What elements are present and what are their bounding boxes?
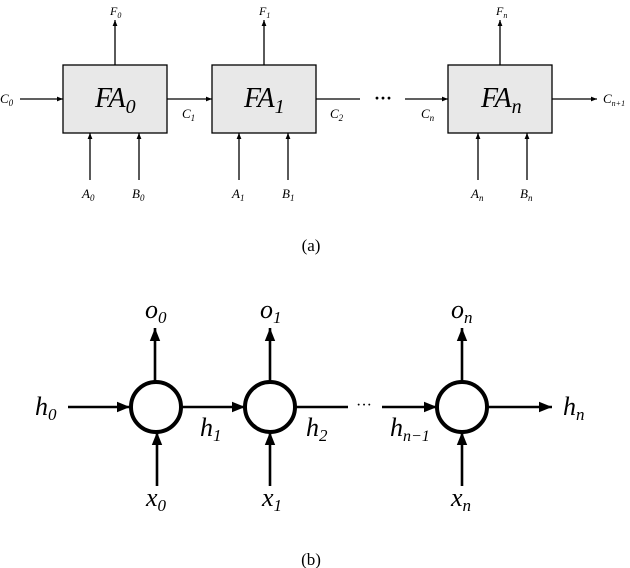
ellipsis-a: ···: [374, 88, 392, 108]
full-adder-block-0: [62, 64, 168, 134]
carry-label-c2: C2: [330, 106, 344, 123]
full-adder-block-1: [211, 64, 317, 134]
carry-label-cn1: Cn+1: [603, 91, 625, 108]
rnn-input-label-1: x1: [261, 483, 282, 515]
rnn-hidden-label-hn1: hn−1: [390, 413, 430, 445]
ellipsis-b: ···: [356, 397, 372, 414]
caption-b: (b): [301, 550, 321, 568]
input-b-label-0: B0: [132, 186, 145, 203]
block-label-0: FA0: [94, 83, 136, 118]
output-label-0: F0: [109, 4, 121, 20]
rnn-output-label-n: on: [451, 295, 473, 327]
rnn-output-label-1: o1: [260, 295, 282, 327]
rnn-hidden-label-h0: h0: [35, 392, 57, 424]
input-a-label-1: A1: [231, 186, 244, 203]
caption-a: (a): [302, 236, 321, 255]
rnn-hidden-label-h1: h1: [200, 413, 222, 445]
rnn-hidden-label-h2: h2: [306, 413, 328, 445]
input-a-label-n: An: [470, 186, 484, 203]
rnn-node-1: [243, 380, 297, 434]
rnn-node-n: [435, 380, 489, 434]
carry-label-c1: C1: [182, 106, 195, 123]
rnn-input-label-0: x0: [145, 483, 167, 515]
output-label-1: F1: [258, 4, 270, 20]
input-a-label-0: A0: [81, 186, 95, 203]
carry-label-cn: Cn: [421, 106, 435, 123]
block-label-n: FAn: [480, 83, 522, 118]
carry-label-c0: C0: [0, 91, 14, 108]
rnn-node-0: [129, 380, 183, 434]
rnn-output-label-0: o0: [145, 295, 167, 327]
panel-a: FA0 FA1 FAn F0 F1 Fn A0 B0 A1 B1 An Bn C…: [0, 4, 625, 255]
rnn-input-label-n: xn: [450, 483, 471, 515]
block-label-1: FA1: [243, 83, 285, 118]
output-label-n: Fn: [495, 4, 507, 20]
rnn-hidden-label-hn: hn: [563, 392, 585, 424]
panel-b: o0 o1 on x0 x1 xn h0 h1 h2 hn−1 hn ··· (…: [35, 295, 585, 568]
input-b-label-n: Bn: [520, 186, 533, 203]
input-b-label-1: B1: [282, 186, 294, 203]
